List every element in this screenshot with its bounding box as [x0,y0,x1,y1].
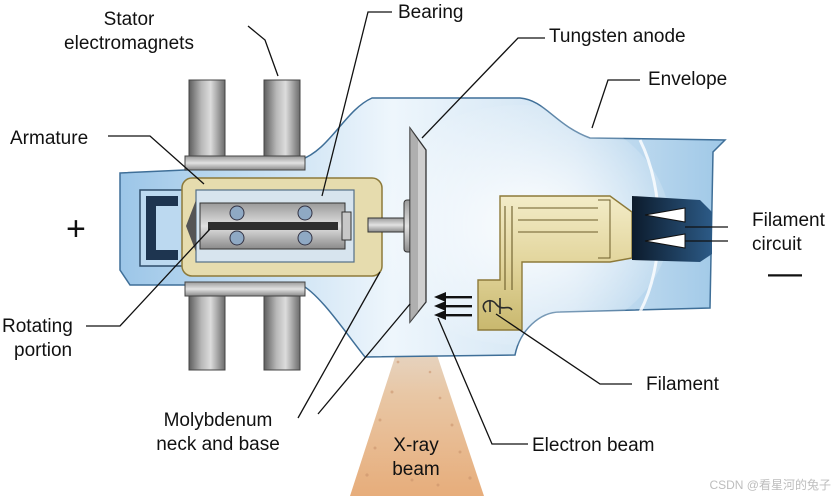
label-tungsten-anode: Tungsten anode [549,26,686,47]
watermark: CSDN @看星河的兔子 [709,478,831,492]
label-filament-circuit: Filament circuit [752,209,825,257]
electron-beam-arrows [434,292,472,320]
cathode-terminal [632,196,712,262]
stator-bands [184,155,306,297]
label-filament-circuit-line1: Filament [752,210,825,231]
label-electron-beam: Electron beam [532,435,655,456]
label-rotating-portion: Rotating portion [2,315,73,363]
rotor-end-block [341,211,352,241]
label-molybdenum: Molybdenum neck and base [140,409,296,457]
shaft-core [208,222,338,230]
label-rotating-portion-line2: portion [14,340,73,361]
rotor-tip [186,200,196,252]
label-xray-beam-line2: beam [392,459,440,480]
label-envelope: Envelope [648,69,728,90]
xray-beam-speckle [365,328,472,487]
label-bearing: Bearing [398,2,464,23]
xray-beam-cone [350,292,484,496]
label-filament: Filament [646,374,719,395]
label-armature: Armature [10,128,89,149]
label-stator-line1: Stator [103,9,155,30]
stator-electromagnets [188,79,301,371]
label-stator-line2: electromagnets [64,33,194,54]
label-molybdenum-line1: Molybdenum [163,410,273,431]
cathode-assembly [477,195,633,331]
label-molybdenum-line2: neck and base [156,434,280,455]
cathode-minus-sign: — [768,254,802,292]
anode-plus-sign: + [66,210,86,248]
label-stator: Stator electromagnets [46,8,212,56]
leader-lines [86,11,728,445]
filament-coil [482,298,513,314]
label-xray-beam: X-ray beam [376,434,456,482]
label-rotating-portion-line1: Rotating [2,316,73,337]
bearing-balls [229,205,313,246]
anode-terminal [139,189,187,267]
label-xray-beam-line1: X-ray [393,435,439,456]
label-filament-circuit-line2: circuit [752,234,802,255]
